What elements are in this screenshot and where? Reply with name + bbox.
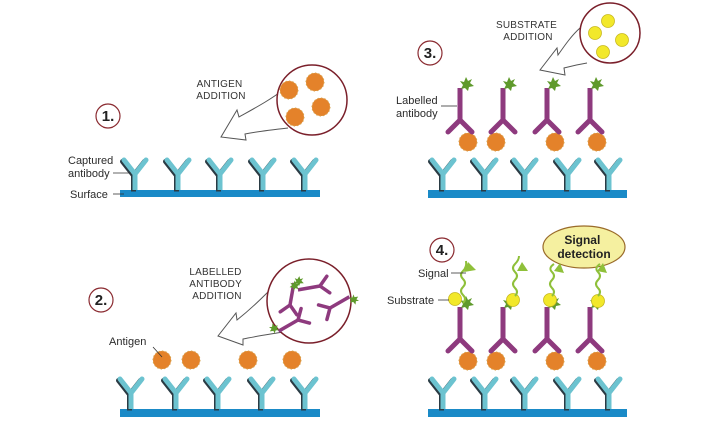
antigens [458,132,607,152]
surface [428,190,627,198]
substrate-inset [579,2,641,64]
step-number-1: 1. [95,103,121,129]
addition-arrow [539,27,588,76]
svg-text:1.: 1. [102,108,115,125]
captured-antibodies [123,160,317,192]
signal-label: Signal [418,268,449,280]
signal-arrows [460,255,607,304]
labelled-antibody-inset [265,258,363,345]
surface [120,409,320,417]
captured-antibodies [119,379,317,411]
labelled-antibodies [448,77,604,132]
svg-text:3.: 3. [424,45,437,62]
svg-text:4.: 4. [436,242,449,259]
substrate-label: Substrate [387,295,434,307]
svg-text:Signal detection: Signal detection [557,233,610,261]
antigen-label: Antigen [109,336,146,348]
panel-4: 4. Signal detection [387,225,627,417]
antigens [458,351,607,371]
panel-3: 3. SUBSTRATE ADDITION [396,2,641,198]
labelled-antibody-label: Labelled antibody [396,95,441,120]
labelled-antibodies [448,296,604,351]
step-caption: SUBSTRATE ADDITION [496,20,560,43]
step-caption: ANTIGEN ADDITION [196,79,245,102]
captured-antibody-label: Captured antibody [68,155,116,180]
addition-arrow [220,89,289,141]
surface [428,409,627,417]
step-number-4: 4. [429,237,455,263]
panel-1: 1. ANTIGEN ADDITION Captured antibody Su… [68,64,348,201]
signal-detection-badge: Signal detection [542,225,626,269]
step-caption: LABELLED ANTIBODY ADDITION [189,267,245,302]
svg-text:2.: 2. [95,292,108,309]
step-number-2: 2. [88,287,114,313]
antigen-inset [276,64,348,136]
captured-antibodies [431,379,621,411]
surface-label: Surface [70,189,108,201]
step-number-3: 3. [417,40,443,66]
antigens [152,350,302,370]
surface [120,190,320,197]
captured-antibodies [431,160,621,192]
panel-2: 2. LABELLED ANTIBODY ADDITION [88,258,363,417]
